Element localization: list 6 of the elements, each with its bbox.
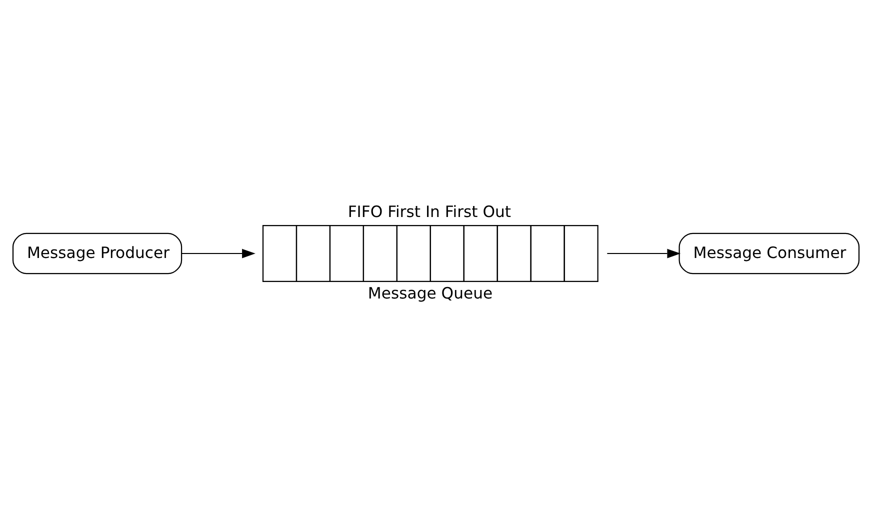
node-label: Message Queue xyxy=(368,284,493,302)
node-box: Message Producer xyxy=(12,232,182,274)
node-label: FIFO First In First Out xyxy=(348,202,512,221)
node-box: Message Consumer xyxy=(678,232,860,274)
arrow xyxy=(182,248,256,258)
arrow xyxy=(607,248,681,258)
